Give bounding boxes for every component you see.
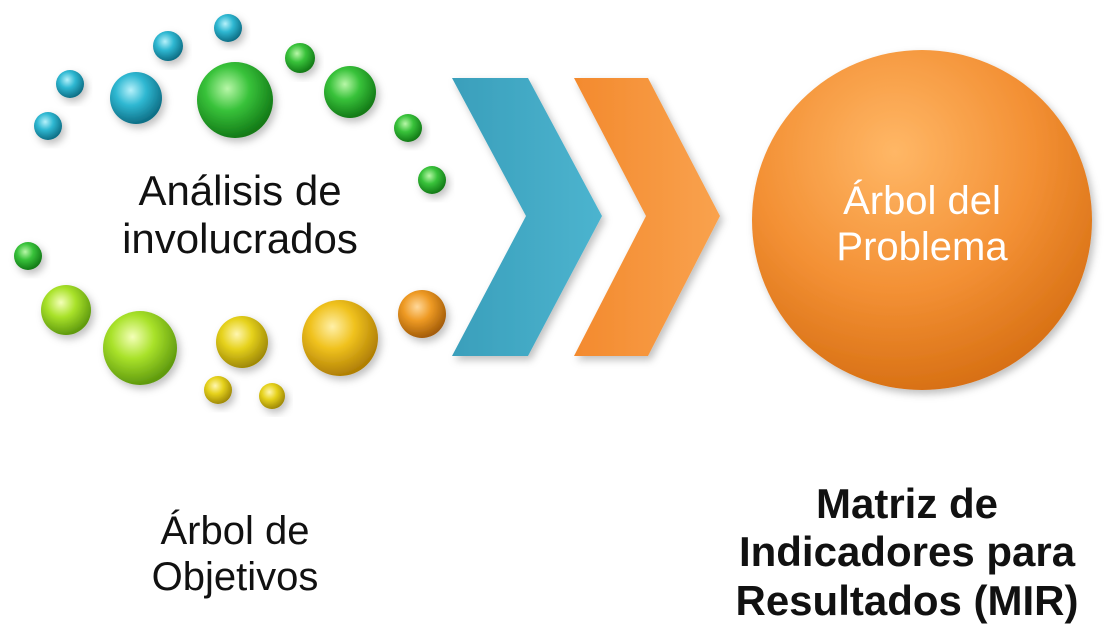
bubble bbox=[324, 66, 376, 118]
bubble bbox=[153, 31, 183, 61]
mir-line1: Matriz de bbox=[815, 480, 999, 527]
bubble bbox=[214, 14, 242, 42]
objetivos-label: Árbol de Objetivos bbox=[80, 508, 390, 600]
bubble bbox=[259, 383, 285, 409]
problema-line1: Árbol del bbox=[843, 179, 1001, 223]
bubble bbox=[398, 290, 446, 338]
bubble bbox=[56, 70, 84, 98]
bubble bbox=[41, 285, 91, 335]
bubble bbox=[14, 242, 42, 270]
objetivos-line2: Objetivos bbox=[151, 555, 319, 599]
bubble bbox=[394, 114, 422, 142]
analisis-line2: involucrados bbox=[122, 215, 358, 263]
mir-label: Matriz de Indicadores para Resultados (M… bbox=[700, 480, 1114, 625]
analisis-line1: Análisis de bbox=[138, 167, 342, 214]
bubble bbox=[197, 62, 273, 138]
problema-label: Árbol del Problema bbox=[762, 178, 1082, 270]
bubble bbox=[204, 376, 232, 404]
chevron-blue bbox=[452, 78, 602, 356]
problema-circle bbox=[752, 50, 1092, 390]
objetivos-line1: Árbol de bbox=[160, 509, 310, 553]
bubble bbox=[34, 112, 62, 140]
bubble bbox=[302, 300, 378, 376]
bubble bbox=[103, 311, 177, 385]
mir-line3: Resultados (MIR) bbox=[735, 576, 1079, 624]
analisis-label: Análisis de involucrados bbox=[60, 167, 420, 264]
bubble-ring bbox=[14, 14, 446, 409]
mir-line2: Indicadores para bbox=[738, 528, 1076, 576]
problema-line2: Problema bbox=[836, 225, 1008, 269]
bubble bbox=[216, 316, 268, 368]
bubble bbox=[110, 72, 162, 124]
bubble bbox=[418, 166, 446, 194]
bubble bbox=[285, 43, 315, 73]
chevron-orange bbox=[574, 78, 720, 356]
